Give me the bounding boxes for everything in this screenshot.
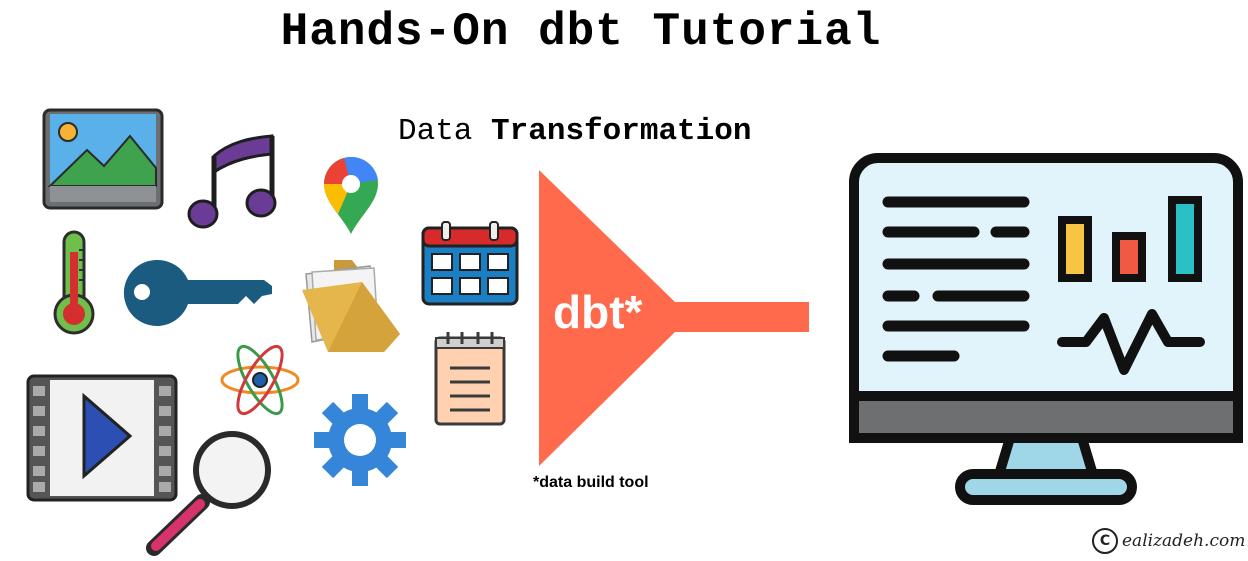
funnel-shape [539,170,809,466]
credit-text: ealizadeh.com [1122,531,1246,551]
subtitle-data: Data [398,114,473,149]
credit: C ealizadeh.com [1092,528,1245,554]
atom-icon [220,344,300,416]
music-note-icon [187,134,277,229]
folder-icon [302,260,400,352]
image-icon [42,108,164,210]
calendar-icon [421,221,519,306]
map-pin-icon [324,156,378,234]
subtitle: Data Transformation [398,114,751,149]
dbt-label: dbt* [553,286,643,338]
gear-icon [314,394,406,486]
dbt-footnote: *data build tool [533,474,649,491]
magnifier-icon [146,431,271,556]
notepad-icon [434,332,506,426]
key-icon [123,259,272,326]
monitor-dashboard-icon [849,153,1243,505]
subtitle-transformation: Transformation [491,114,752,149]
copyright-icon: C [1092,528,1118,554]
thermometer-icon [53,230,95,335]
page-title: Hands-On dbt Tutorial [280,6,882,58]
video-icon [26,374,178,502]
